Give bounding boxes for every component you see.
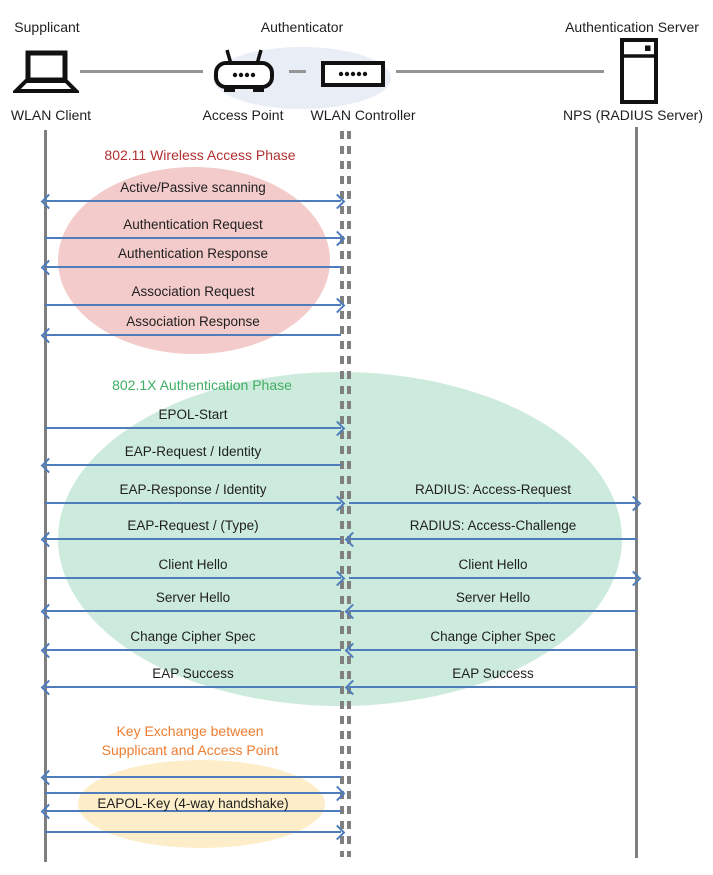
message-line [45, 686, 341, 688]
message-line [45, 427, 341, 429]
access-point-icon [212, 48, 276, 94]
node-wlan-controller: WLAN Controller [310, 107, 416, 123]
connector-controller-server [396, 70, 604, 73]
lifeline-radius-server [635, 127, 638, 858]
wlan-controller-icon [321, 61, 385, 87]
message-line [45, 237, 341, 239]
phase3-title-line1: Key Exchange between [116, 723, 264, 739]
message-label: EAPOL-Key (4-way handshake) [97, 796, 289, 811]
phase3-title: Key Exchange between Supplicant and Acce… [102, 722, 279, 760]
arrowhead-right-icon [625, 495, 642, 511]
connector-ap-controller [289, 70, 306, 73]
message-line [45, 776, 341, 778]
message-label: EPOL-Start [158, 407, 228, 422]
message-line [45, 266, 341, 268]
message-line [45, 810, 341, 812]
phase1-ellipse [58, 167, 330, 354]
message-label: Server Hello [455, 590, 531, 605]
message-line [45, 831, 341, 833]
message-line [45, 464, 341, 466]
phase2-title: 802.1X Authentication Phase [112, 377, 292, 393]
message-line [45, 538, 341, 540]
message-label: RADIUS: Access-Request [414, 482, 572, 497]
message-line [349, 577, 637, 579]
message-label: Association Request [131, 284, 255, 299]
message-line [349, 538, 637, 540]
laptop-icon [13, 50, 79, 96]
message-line [45, 334, 341, 336]
message-label: Client Hello [158, 557, 228, 572]
message-line [349, 649, 637, 651]
phase3-title-line2: Supplicant and Access Point [101, 742, 279, 758]
lifeline-access-point-dashed [340, 131, 344, 857]
message-label: EAP Success [152, 666, 234, 681]
phase3-ellipse [78, 760, 325, 848]
connector-client-ap [80, 70, 203, 73]
message-label: EAP-Response / Identity [119, 482, 267, 497]
role-supplicant: Supplicant [14, 19, 80, 35]
message-line [45, 577, 341, 579]
message-label: Association Response [126, 314, 260, 329]
message-label: Authentication Response [117, 246, 269, 261]
message-line [45, 200, 341, 202]
message-label: Change Cipher Spec [130, 629, 256, 644]
message-line [349, 686, 637, 688]
message-label: Client Hello [458, 557, 528, 572]
arrowhead-right-icon [625, 570, 642, 586]
node-access-point: Access Point [202, 107, 284, 123]
message-line [45, 304, 341, 306]
message-line [45, 502, 341, 504]
role-authentication-server: Authentication Server [565, 19, 699, 35]
message-label: EAP Success [452, 666, 534, 681]
server-icon [620, 38, 658, 104]
message-label: Server Hello [155, 590, 231, 605]
role-authenticator: Authenticator [260, 19, 344, 35]
message-line [349, 610, 637, 612]
message-label: Authentication Request [123, 217, 263, 232]
node-wlan-client: WLAN Client [10, 107, 92, 123]
message-line [45, 649, 341, 651]
message-label: EAP-Request / Identity [124, 444, 262, 459]
lifeline-wlan-client [44, 130, 47, 862]
message-label: EAP-Request / (Type) [127, 518, 259, 533]
message-label: Change Cipher Spec [430, 629, 556, 644]
lifeline-wlan-controller-dashed [347, 131, 351, 857]
message-line [45, 610, 341, 612]
message-line [349, 502, 637, 504]
phase1-title: 802.11 Wireless Access Phase [104, 147, 296, 163]
message-label: RADIUS: Access-Challenge [409, 518, 577, 533]
message-line [45, 792, 341, 794]
message-label: Active/Passive scanning [120, 180, 266, 195]
node-radius-server: NPS (RADIUS Server) [562, 107, 704, 123]
